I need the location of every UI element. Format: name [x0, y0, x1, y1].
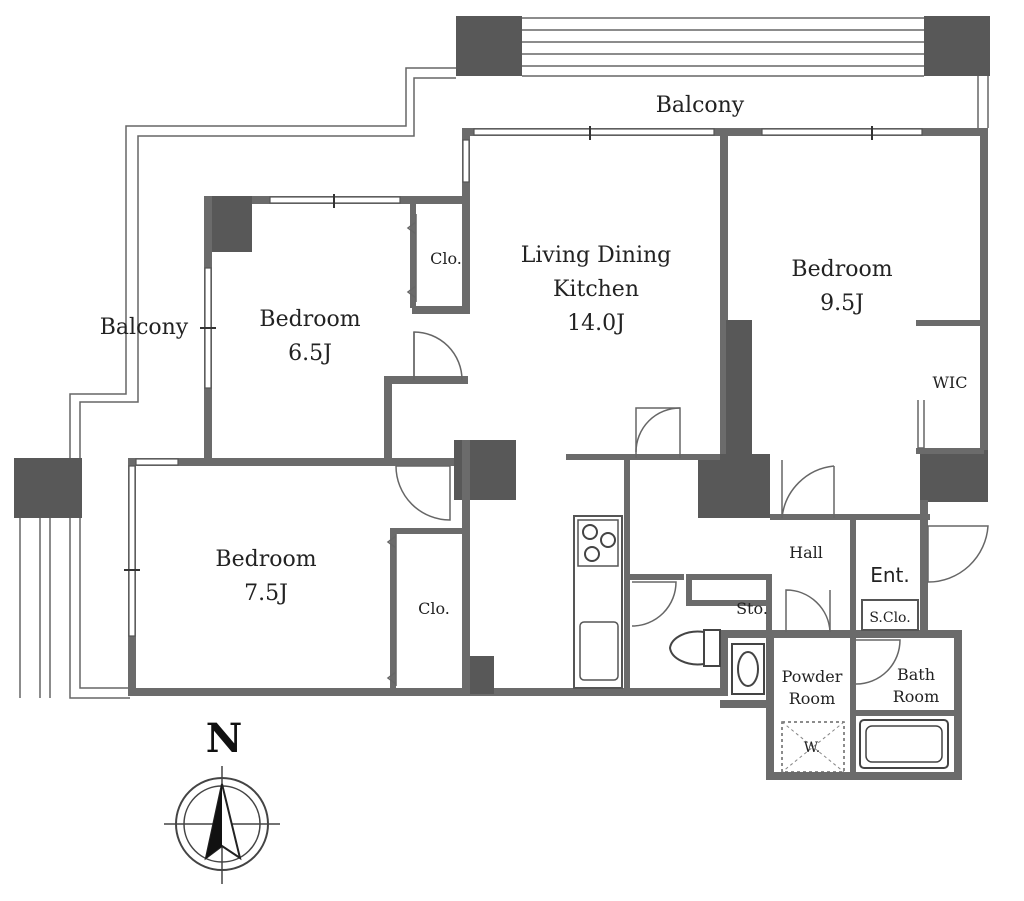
- hall-label: Hall: [789, 543, 823, 562]
- ldk-name-line2: Kitchen: [553, 277, 639, 302]
- kitchen-counter: [573, 515, 623, 689]
- bath-room-line1: Bath: [897, 665, 935, 684]
- toilet: [668, 629, 721, 667]
- shoe-closet-label: S.Clo.: [869, 610, 910, 626]
- bedroom-6-5-name: Bedroom: [259, 307, 360, 332]
- balcony-top-structure: [456, 16, 990, 128]
- windows: [124, 126, 923, 637]
- closet-doors: [386, 214, 417, 686]
- exterior-walls: [128, 128, 988, 780]
- doors: [395, 331, 989, 685]
- ldk-name-line1: Living Dining: [521, 243, 672, 268]
- north-label: N: [206, 715, 243, 762]
- closet-bottom-label: Clo.: [418, 599, 450, 618]
- bedroom-6-5-size: 6.5J: [288, 341, 332, 366]
- north-compass: N: [164, 715, 280, 884]
- bathtub: [859, 719, 949, 769]
- powder-room-line1: Powder: [782, 667, 843, 686]
- bedroom-9-5-name: Bedroom: [791, 257, 892, 282]
- entrance-label: Ent.: [870, 563, 910, 587]
- balcony-left-label: Balcony: [100, 315, 189, 340]
- shoe-closet: [861, 599, 919, 631]
- bedroom-7-5-name: Bedroom: [215, 547, 316, 572]
- bedroom-7-5-size: 7.5J: [244, 581, 288, 606]
- storage-label: Sto.: [736, 599, 768, 618]
- bedroom-9-5-size: 9.5J: [820, 291, 864, 316]
- powder-room-line2: Room: [789, 689, 835, 708]
- ldk-size: 14.0J: [567, 311, 625, 336]
- wic-label: WIC: [932, 373, 967, 392]
- closet-top-label: Clo.: [430, 249, 462, 268]
- balcony-left-structure: [14, 67, 456, 699]
- bath-room-line2: Room: [893, 687, 939, 706]
- washer-label: W.: [804, 740, 820, 756]
- powder-fixtures: [731, 643, 845, 773]
- balcony-top-label: Balcony: [656, 93, 745, 118]
